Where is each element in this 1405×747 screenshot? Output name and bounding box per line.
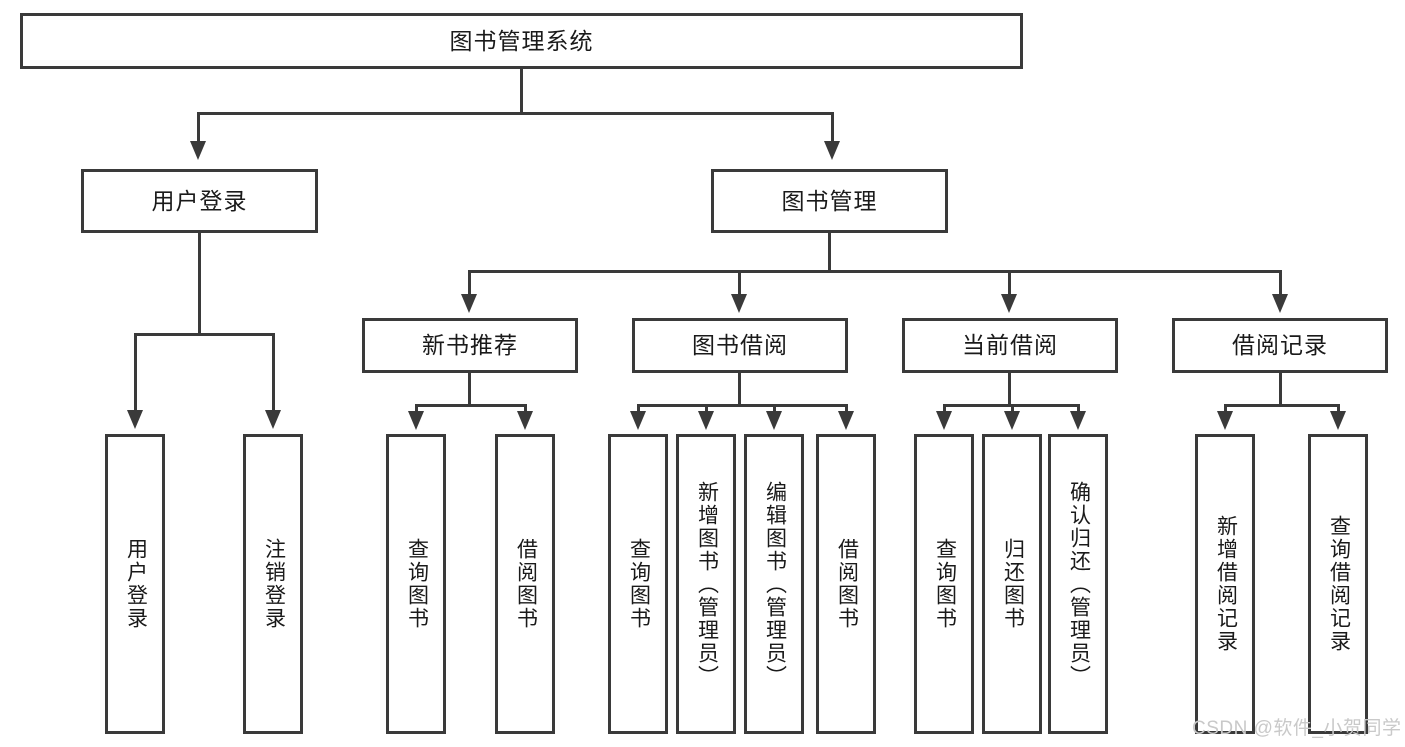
node-book-management[interactable]: 图书管理 — [711, 169, 948, 233]
node-label: 确认归还（管理员） — [1067, 480, 1091, 688]
edge-root-bus — [197, 112, 834, 115]
node-label: 注销登录 — [262, 538, 286, 630]
arrow-to-borrow-record — [1272, 294, 1288, 313]
edge-nbr-bus — [415, 404, 527, 407]
node-root-book-management-system[interactable]: 图书管理系统 — [20, 13, 1023, 69]
leaf-borrow-book[interactable]: 借阅图书 — [816, 434, 876, 734]
edge-br-stem — [1279, 373, 1282, 406]
node-new-book-recommend[interactable]: 新书推荐 — [362, 318, 578, 373]
node-user-login[interactable]: 用户登录 — [81, 169, 318, 233]
edge-cb-drop-1 — [943, 404, 946, 412]
node-borrow-record[interactable]: 借阅记录 — [1172, 318, 1388, 373]
edge-nbr-drop-1 — [415, 404, 418, 412]
leaf-confirm-return-admin[interactable]: 确认归还（管理员） — [1048, 434, 1108, 734]
arrow-to-book-management — [824, 141, 840, 160]
leaf-logout[interactable]: 注销登录 — [243, 434, 303, 734]
node-label: 借阅记录 — [1232, 332, 1328, 359]
node-label: 图书管理系统 — [449, 27, 594, 54]
arrow-to-leaf-borrow-book-bb — [838, 411, 854, 430]
leaf-add-borrow-record[interactable]: 新增借阅记录 — [1195, 434, 1255, 734]
arrow-to-leaf-query-book-nbr — [408, 411, 424, 430]
edge-user-login-stem — [198, 233, 201, 336]
edge-br-bus — [1224, 404, 1340, 407]
edge-cb-drop-2 — [1011, 404, 1014, 412]
arrow-to-leaf-query-record — [1330, 411, 1346, 430]
node-label: 借阅图书 — [514, 538, 538, 630]
edge-bm-drop-4 — [1279, 270, 1282, 295]
node-label: 新增借阅记录 — [1214, 515, 1238, 653]
arrow-to-leaf-edit-book — [766, 411, 782, 430]
leaf-borrow-book-new-recommend[interactable]: 借阅图书 — [495, 434, 555, 734]
arrow-to-leaf-borrow-book-nbr — [517, 411, 533, 430]
arrow-to-leaf-query-book-cb — [936, 411, 952, 430]
edge-book-management-bus — [468, 270, 1282, 273]
edge-br-drop-1 — [1224, 404, 1227, 412]
arrow-to-leaf-add-record — [1217, 411, 1233, 430]
edge-book-management-stem — [828, 233, 831, 273]
leaf-edit-book-admin[interactable]: 编辑图书（管理员） — [744, 434, 804, 734]
node-label: 新书推荐 — [422, 332, 518, 359]
edge-bm-drop-1 — [468, 270, 471, 295]
edge-cb-drop-3 — [1077, 404, 1080, 412]
node-label: 借阅图书 — [835, 538, 859, 630]
edge-bb-drop-4 — [845, 404, 848, 412]
node-label: 新增图书（管理员） — [695, 480, 719, 688]
leaf-user-login[interactable]: 用户登录 — [105, 434, 165, 734]
node-label: 查询图书 — [933, 538, 957, 630]
leaf-query-book-new-recommend[interactable]: 查询图书 — [386, 434, 446, 734]
leaf-return-book[interactable]: 归还图书 — [982, 434, 1042, 734]
arrow-to-leaf-logout — [265, 410, 281, 429]
edge-bb-drop-2 — [705, 404, 708, 412]
edge-user-login-drop-1 — [134, 333, 137, 411]
edge-root-stem — [520, 69, 523, 112]
node-book-borrow[interactable]: 图书借阅 — [632, 318, 848, 373]
edge-bb-stem — [738, 373, 741, 406]
leaf-query-book-borrow[interactable]: 查询图书 — [608, 434, 668, 734]
arrow-to-leaf-confirm-return — [1070, 411, 1086, 430]
node-label: 查询图书 — [405, 538, 429, 630]
leaf-query-book-current[interactable]: 查询图书 — [914, 434, 974, 734]
node-label: 编辑图书（管理员） — [763, 480, 787, 688]
arrow-to-user-login — [190, 141, 206, 160]
node-label: 当前借阅 — [962, 332, 1058, 359]
node-label: 用户登录 — [151, 187, 248, 214]
node-label: 查询图书 — [627, 538, 651, 630]
leaf-add-book-admin[interactable]: 新增图书（管理员） — [676, 434, 736, 734]
edge-bb-drop-1 — [637, 404, 640, 412]
node-label: 归还图书 — [1001, 538, 1025, 630]
arrow-to-leaf-query-book-bb — [630, 411, 646, 430]
node-current-borrow[interactable]: 当前借阅 — [902, 318, 1118, 373]
edge-root-drop-2 — [831, 112, 834, 142]
node-label: 图书借阅 — [692, 332, 788, 359]
arrow-to-leaf-user-login — [127, 410, 143, 429]
edge-bb-bus — [637, 404, 848, 407]
arrow-to-book-borrow — [731, 294, 747, 313]
arrow-to-new-book-recommend — [461, 294, 477, 313]
arrow-to-leaf-return-book — [1004, 411, 1020, 430]
arrow-to-current-borrow — [1001, 294, 1017, 313]
node-label: 用户登录 — [124, 538, 148, 630]
csdn-watermark: CSDN @软件_小贺同学 — [1192, 718, 1402, 739]
edge-br-drop-2 — [1337, 404, 1340, 412]
node-label: 查询借阅记录 — [1327, 515, 1351, 653]
edge-nbr-stem — [468, 373, 471, 406]
edge-nbr-drop-2 — [524, 404, 527, 412]
edge-bm-drop-3 — [1008, 270, 1011, 295]
edge-user-login-bus — [134, 333, 275, 336]
edge-root-drop-1 — [197, 112, 200, 142]
edge-bb-drop-3 — [773, 404, 776, 412]
node-label: 图书管理 — [781, 187, 878, 214]
edge-cb-stem — [1008, 373, 1011, 406]
leaf-query-borrow-record[interactable]: 查询借阅记录 — [1308, 434, 1368, 734]
edge-bm-drop-2 — [738, 270, 741, 295]
arrow-to-leaf-add-book — [698, 411, 714, 430]
edge-user-login-drop-2 — [272, 333, 275, 411]
